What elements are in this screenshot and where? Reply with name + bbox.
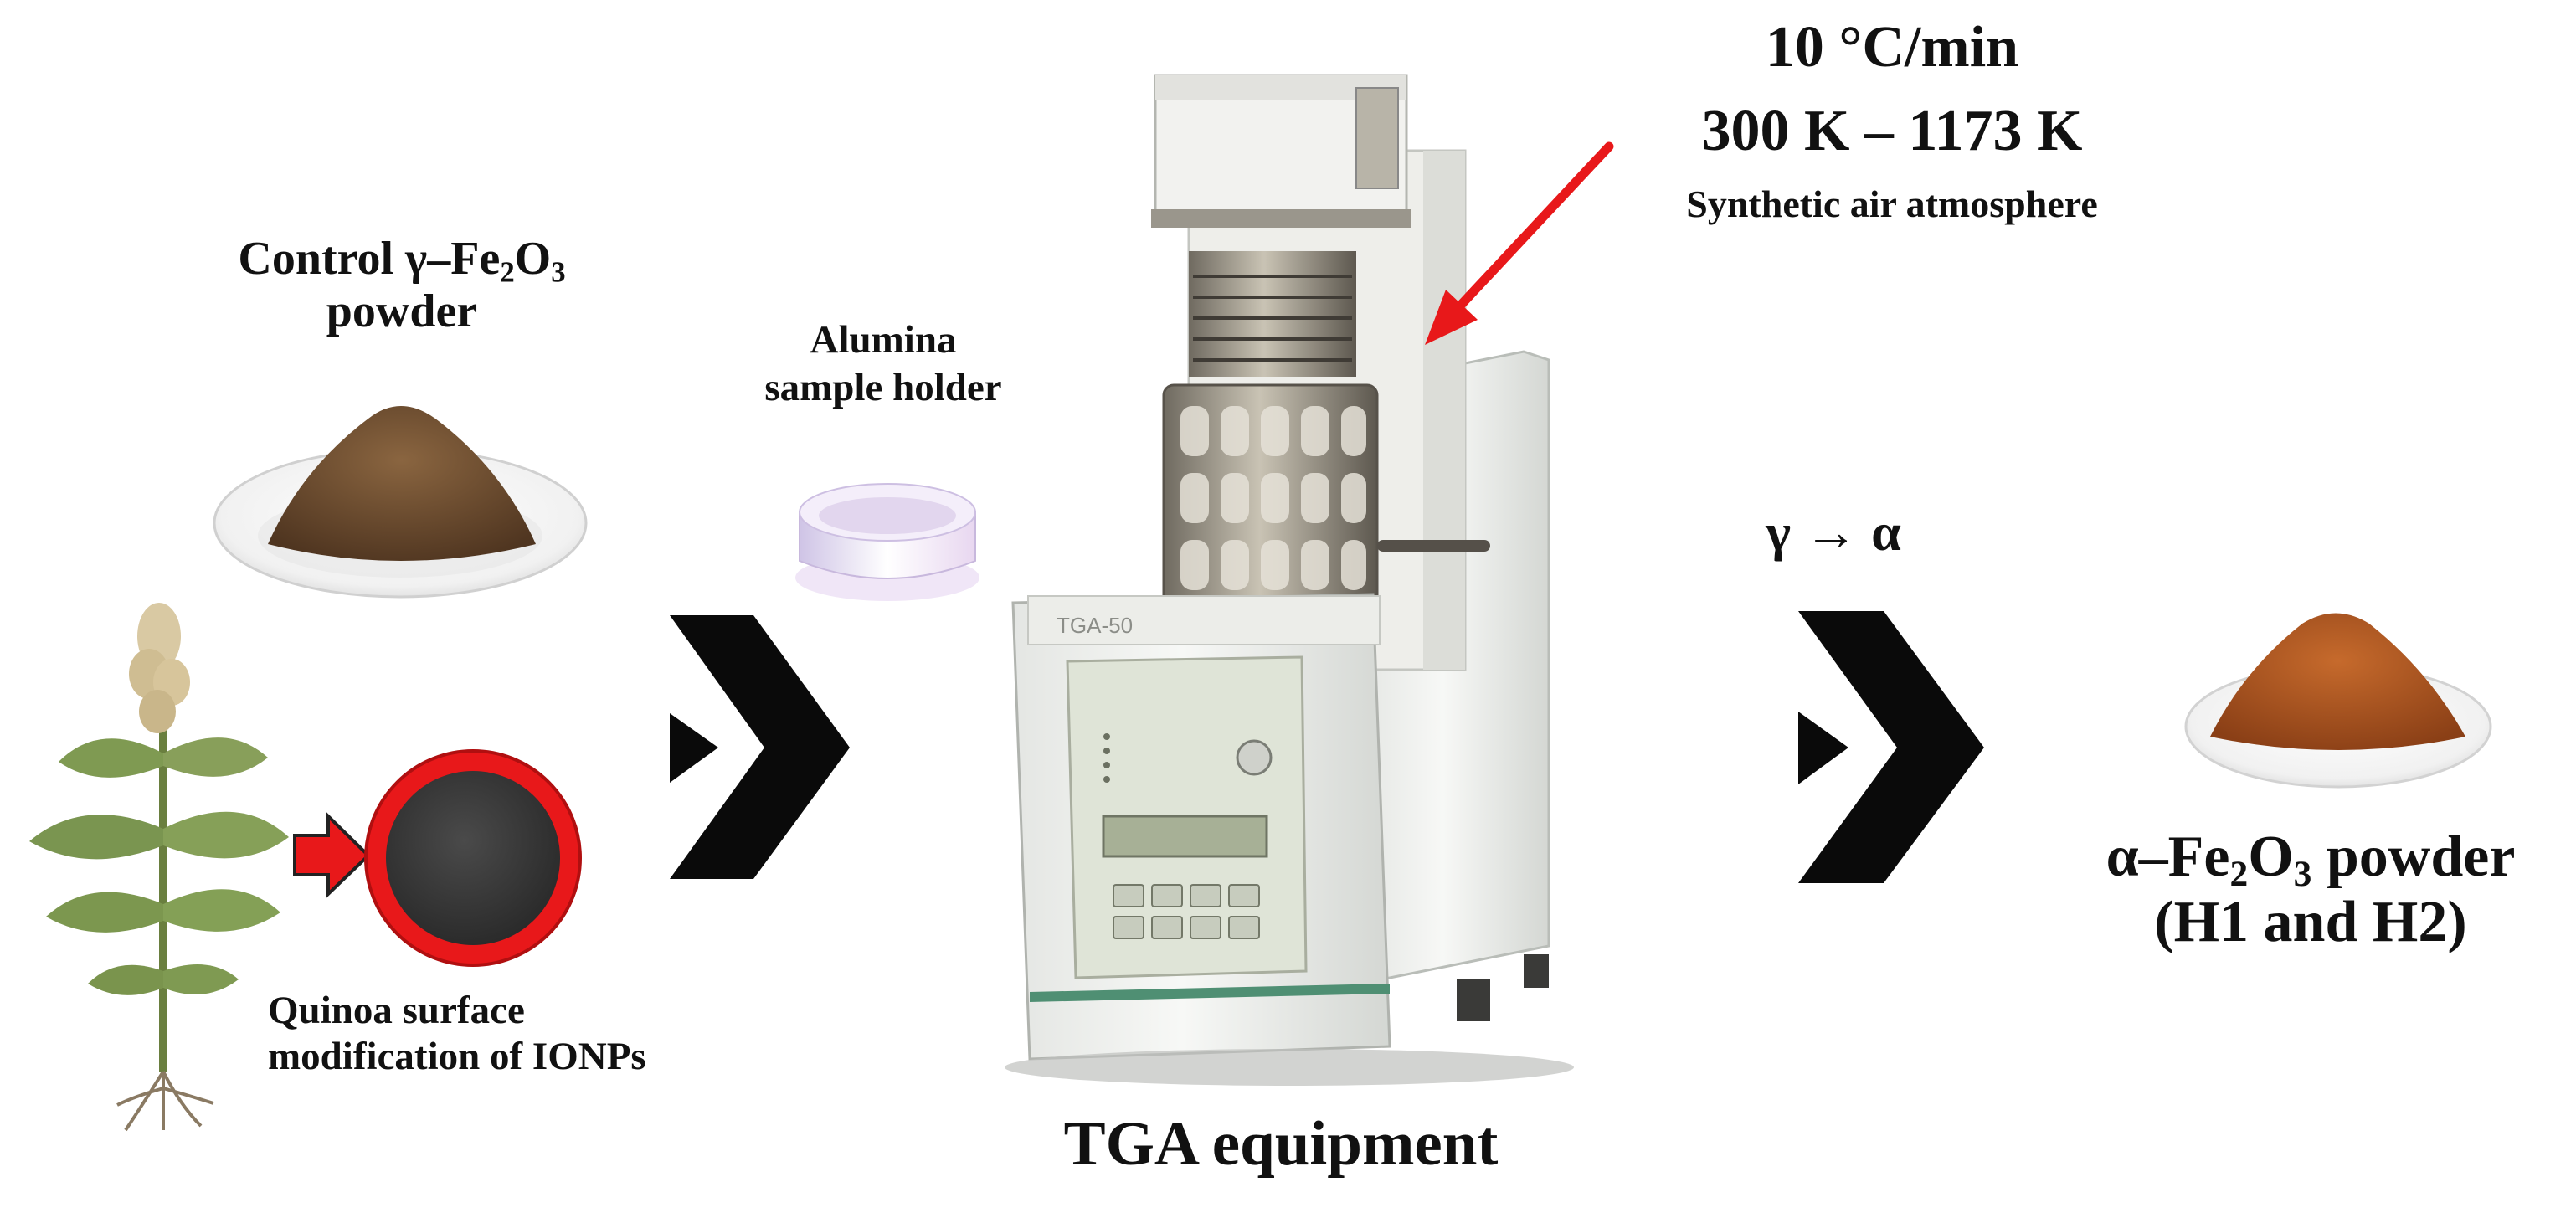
quinoa-label-line1: Quinoa surface	[268, 989, 525, 1032]
chevron-arrow-2	[1798, 611, 1984, 883]
control-powder-formula: Control γ–Fe2O3	[238, 233, 566, 289]
product-powder-formula: α–Fe2O3 powder	[2106, 825, 2516, 895]
quinoa-label-line2: modification of IONPs	[268, 1035, 646, 1079]
alumina-label-line1: Alumina	[810, 318, 957, 362]
gamma-powder-plate	[213, 406, 588, 599]
tga-instrument	[1005, 74, 1574, 1086]
nanoparticle-icon	[364, 749, 582, 967]
product-powder-samples: (H1 and H2)	[2154, 890, 2467, 955]
quinoa-plant	[29, 603, 289, 1132]
control-powder-label: Control γ–Fe2O3 powder	[159, 233, 645, 337]
red-arrow-diagonal	[1425, 141, 1614, 345]
rate-label: 10 °C/min	[1765, 15, 2019, 80]
temperature-range-label: 300 K – 1173 K	[1701, 99, 2083, 163]
red-arrow-small	[293, 812, 371, 898]
phase-transition-label: γ → α	[1766, 502, 1901, 562]
alumina-label-line2: sample holder	[764, 366, 1002, 410]
quinoa-label: Quinoa surface modification of IONPs	[268, 988, 770, 1081]
control-powder-word: powder	[326, 285, 478, 337]
atmosphere-label: Synthetic air atmosphere	[1686, 182, 2098, 225]
tga-model-label: TGA-50	[1057, 613, 1133, 638]
alumina-label: Alumina sample holder	[695, 316, 1072, 413]
tga-equipment-label: TGA equipment	[1063, 1109, 1499, 1179]
alumina-crucible	[795, 483, 979, 601]
product-powder-label: α–Fe2O3 powder (H1 and H2)	[2043, 825, 2576, 956]
alpha-powder-plate	[2184, 613, 2492, 789]
chevron-arrow-1	[670, 615, 850, 879]
